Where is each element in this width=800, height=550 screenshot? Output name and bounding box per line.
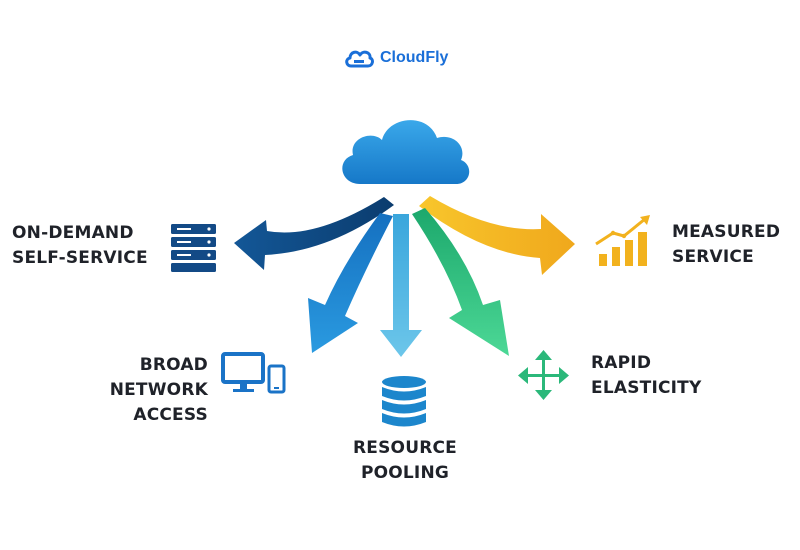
arrow-resource-pooling: [380, 214, 422, 357]
arrow-measured: [419, 196, 575, 275]
label-broad-network: BROAD NETWORK ACCESS: [110, 353, 208, 428]
label-line: ACCESS: [133, 405, 208, 425]
label-line: RAPID: [591, 353, 652, 373]
label-line: MEASURED: [672, 222, 781, 242]
label-line: POOLING: [360, 463, 450, 483]
cloud-icon: [342, 120, 470, 184]
brand-logo: CloudFly: [344, 44, 448, 72]
label-rapid-elasticity: RAPID ELASTICITY: [591, 351, 701, 401]
label-line: RESOURCE: [353, 438, 457, 458]
label-line: BROAD: [139, 355, 208, 375]
label-measured: MEASURED SERVICE: [672, 220, 780, 270]
label-line: SELF-SERVICE: [12, 248, 148, 268]
database-icon: [382, 376, 426, 427]
arrow-on-demand: [234, 197, 394, 270]
label-resource-pooling: RESOURCE POOLING: [300, 436, 510, 486]
label-on-demand: ON-DEMAND SELF-SERVICE: [12, 221, 148, 271]
arrow-rapid-elasticity: [412, 208, 509, 356]
arrow-broad-network: [308, 213, 393, 353]
server-icon: [171, 224, 216, 272]
cloud-logo-icon: [345, 50, 374, 68]
label-line: NETWORK: [109, 380, 208, 400]
label-line: SERVICE: [672, 247, 754, 267]
brand-name: CloudFly: [380, 49, 449, 66]
move-arrows-icon: [518, 350, 569, 400]
label-line: ELASTICITY: [591, 378, 702, 398]
label-line: ON-DEMAND: [12, 223, 134, 243]
devices-icon: [221, 352, 286, 394]
bar-chart-icon: [595, 215, 650, 266]
